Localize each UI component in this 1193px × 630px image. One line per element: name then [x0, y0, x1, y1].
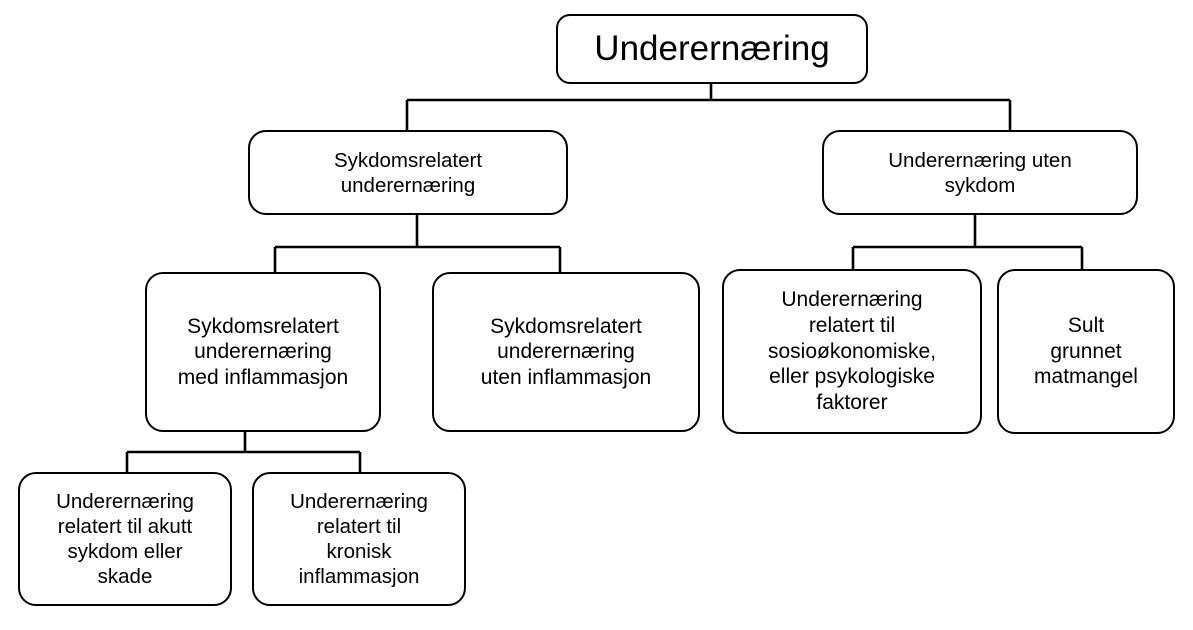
node-l4-a-label: Underernæring relatert til akutt sykdom … [56, 490, 194, 588]
node-l3-d-label: Sult grunnet matmangel [1034, 314, 1138, 389]
node-l2-left-label: Sykdomsrelatert underernæring [333, 148, 483, 197]
node-sosiookonomiske-faktorer[interactable]: Underernæring relatert til sosioøkonomis… [722, 269, 982, 434]
node-l4-b-label: Underernæring relatert til kronisk infla… [290, 490, 428, 588]
node-kronisk-inflammasjon[interactable]: Underernæring relatert til kronisk infla… [252, 472, 466, 606]
node-akutt-sykdom-eller-skade[interactable]: Underernæring relatert til akutt sykdom … [18, 472, 232, 606]
edge-l3a-to-l4 [125, 432, 362, 472]
node-l3-a-label: Sykdomsrelatert underernæring med inflam… [177, 314, 349, 389]
node-sykdomsrelatert-underernaering[interactable]: Sykdomsrelatert underernæring [248, 130, 568, 215]
node-med-inflammasjon[interactable]: Sykdomsrelatert underernæring med inflam… [145, 272, 381, 432]
node-root-underernaering[interactable]: Underernæring [556, 14, 868, 84]
node-l2-right-label: Underernæring uten sykdom [888, 148, 1072, 197]
node-l3-c-label: Underernæring relatert til sosioøkonomis… [767, 288, 937, 414]
node-sult-matmangel[interactable]: Sult grunnet matmangel [997, 269, 1175, 434]
node-root-label: Underernæring [594, 28, 830, 68]
node-uten-inflammasjon[interactable]: Sykdomsrelatert underernæring uten infla… [432, 272, 700, 432]
edge-root-to-l2 [405, 84, 1012, 130]
node-l3-b-label: Sykdomsrelatert underernæring uten infla… [480, 314, 652, 389]
edge-l2right-to-l3 [851, 215, 1084, 269]
edge-l2left-to-l3 [273, 215, 562, 272]
node-underernaering-uten-sykdom[interactable]: Underernæring uten sykdom [822, 130, 1138, 215]
